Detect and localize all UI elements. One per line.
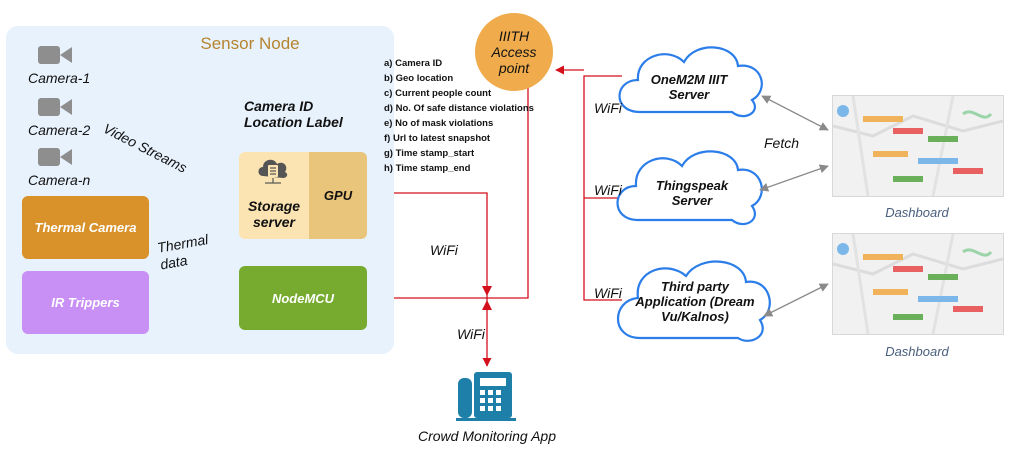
- camera-n-label: Camera-n: [28, 172, 91, 188]
- data-field: c) Current people count: [384, 88, 492, 99]
- wifi-label-gpu: WiFi: [430, 242, 458, 258]
- fetch-arrow-onem2m: [761, 95, 829, 131]
- thermal-camera-box: Thermal Camera: [22, 196, 149, 259]
- cloud-server-icon: [258, 159, 288, 184]
- camera-1-label: Camera-1: [28, 70, 91, 86]
- dashboard-map-graphic: [832, 233, 1004, 335]
- phone-building-icon: [456, 372, 516, 421]
- thingspeak-cloud-shape: [616, 150, 763, 226]
- fetch-label: Fetch: [764, 135, 800, 151]
- data-field: g) Time stamp_start: [384, 148, 475, 159]
- wifi-label-app: WiFi: [457, 326, 485, 342]
- ir-trippers-box: IR Trippers: [22, 271, 149, 334]
- onem2m-cloud-shape: [618, 46, 763, 118]
- sensor-node-title: Sensor Node: [200, 34, 300, 53]
- data-field: h) Time stamp_end: [384, 163, 471, 174]
- dashboard-label: Dashboard: [885, 205, 949, 220]
- data-field: a) Camera ID: [384, 58, 443, 69]
- data-field: e) No of mask violations: [384, 118, 494, 129]
- third-party-app-label: Third party Application (Dream Vu/Kalnos…: [635, 279, 755, 324]
- servers-to-ap-link: [583, 75, 622, 301]
- wifi-label-thingspeak: WiFi: [594, 182, 622, 198]
- ap-to-gpu-link: [368, 188, 488, 298]
- gpu-box: GPU: [309, 152, 367, 239]
- camera-2-label: Camera-2: [28, 122, 91, 138]
- dashboard-thumbnail: [832, 95, 1004, 197]
- data-field: f) Url to latest snapshot: [384, 133, 491, 144]
- data-fields-list: a) Camera ID b) Geo location c) Current …: [384, 56, 534, 176]
- video-camera-icon: [38, 98, 72, 116]
- storage-server-label: Storage server: [247, 198, 301, 230]
- third-party-cloud-shape: [616, 260, 771, 342]
- thingspeak-server-label: Thingspeak Server: [655, 178, 729, 208]
- video-camera-icon: [38, 148, 72, 166]
- access-point-label: IIITH Access point: [491, 28, 537, 76]
- dashboard-map-graphic: [832, 95, 1004, 197]
- nodemcu-box: NodeMCU: [239, 266, 367, 330]
- video-camera-icon: [38, 46, 72, 64]
- onem2m-server-label: OneM2M IIIT Server: [650, 72, 728, 102]
- dashboard-label: Dashboard: [885, 344, 949, 359]
- data-field: b) Geo location: [384, 73, 454, 84]
- junction-marker: [482, 286, 492, 296]
- wifi-label-third-party: WiFi: [594, 285, 622, 301]
- fetch-arrow-thingspeak: [759, 164, 829, 192]
- wifi-label-onem2m: WiFi: [594, 100, 622, 116]
- dashboard-thumbnail: [832, 233, 1004, 335]
- fetch-arrow-third-party: [763, 283, 829, 317]
- crowd-monitoring-app-label: Crowd Monitoring App: [418, 428, 556, 444]
- ap-to-nodemcu-link: [368, 88, 529, 303]
- junction-marker-2: [482, 300, 492, 310]
- access-point-node: IIITH Access point: [475, 13, 553, 91]
- camera-id-location-label: Camera ID Location Label: [244, 98, 343, 130]
- data-field: d) No. Of safe distance violations: [384, 103, 534, 114]
